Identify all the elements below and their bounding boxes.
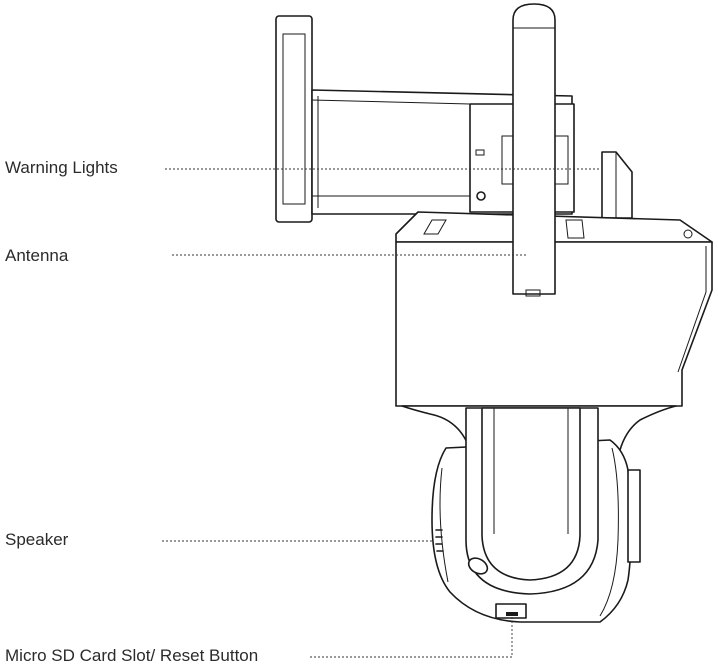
micro-sd-leader bbox=[310, 616, 513, 658]
antenna-label: Antenna bbox=[5, 246, 69, 265]
warning-lights-label: Warning Lights bbox=[5, 158, 118, 177]
antenna bbox=[512, 3, 556, 297]
micro-sd-reset-label: Micro SD Card Slot/ Reset Button bbox=[5, 646, 259, 665]
micro-sd-slot bbox=[495, 603, 527, 619]
wall-mount-plate bbox=[275, 15, 313, 223]
speaker-grille bbox=[435, 529, 444, 552]
main-body bbox=[395, 241, 713, 407]
tilt-yoke bbox=[465, 407, 599, 595]
round-port bbox=[467, 557, 489, 575]
warning-light-bracket bbox=[601, 151, 633, 219]
speaker-label: Speaker bbox=[5, 530, 69, 549]
